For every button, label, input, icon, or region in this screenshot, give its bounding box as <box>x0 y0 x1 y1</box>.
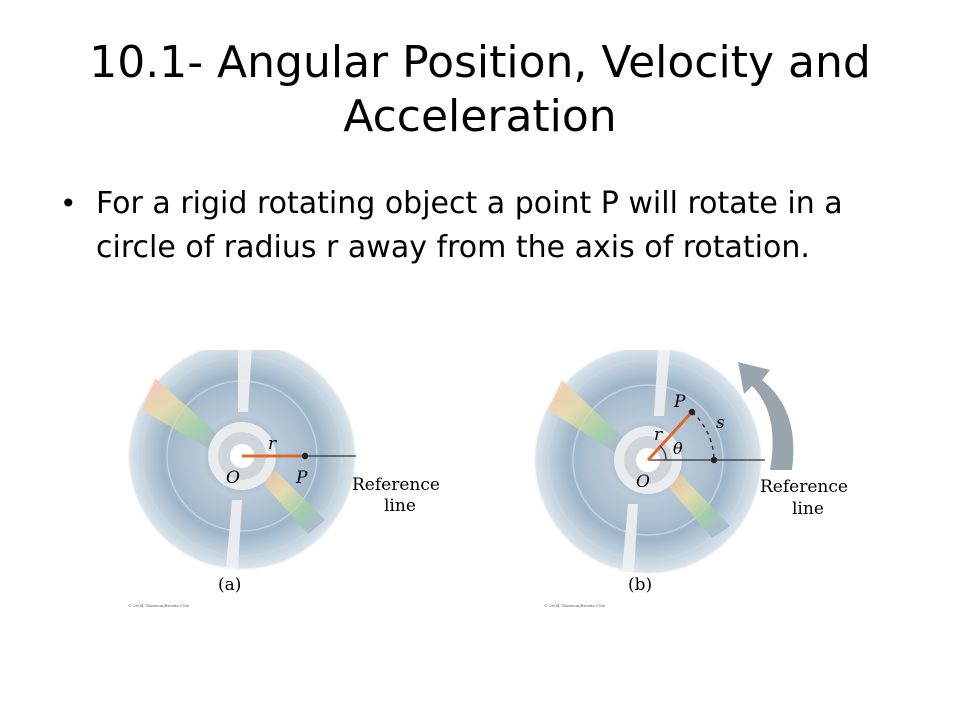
label-o: O <box>226 468 240 488</box>
light-streak <box>622 504 638 572</box>
arc-s <box>691 411 715 461</box>
label-theta: θ <box>673 439 683 458</box>
bullet-list: • For a rigid rotating object a point P … <box>60 182 910 270</box>
label-r: r <box>654 425 663 445</box>
label-p: P <box>295 468 308 488</box>
reference-label-1: Reference <box>352 475 440 495</box>
reference-label-2: line <box>792 499 824 519</box>
label-s: s <box>716 413 725 433</box>
bullet-text: For a rigid rotating object a point P wi… <box>96 186 843 265</box>
caption-a: (a) <box>218 575 241 595</box>
label-r: r <box>268 434 277 454</box>
rainbow-streak <box>142 378 230 454</box>
light-streak <box>226 500 242 568</box>
theta-arc <box>659 445 667 461</box>
rainbow-streak <box>260 470 325 534</box>
reference-label-1: Reference <box>760 477 848 497</box>
caption-b: (b) <box>628 575 652 595</box>
reference-label-2: line <box>384 496 416 516</box>
figure-a: r O P Reference line (a) © 2004 Thomson/… <box>126 350 440 608</box>
slide-title: 10.1- Angular Position, Velocity and Acc… <box>89 37 871 142</box>
copyright-a: © 2004 Thomson/Brooks Cole <box>128 603 190 608</box>
bullet-item: • For a rigid rotating object a point P … <box>60 182 910 270</box>
point-p <box>301 452 309 460</box>
label-p: P <box>673 392 686 412</box>
disc-a <box>126 350 358 572</box>
rainbow-streak <box>548 380 634 458</box>
rotation-arrow-icon <box>738 362 794 470</box>
disc-b <box>532 350 764 576</box>
radius-line <box>646 410 694 462</box>
figure-b: P r s θ O Reference line (b) © 2004 Thom… <box>532 350 848 608</box>
light-streak <box>654 350 670 416</box>
point-p <box>688 408 696 416</box>
light-streak <box>238 350 252 412</box>
bullet-dot-icon: • <box>60 187 77 220</box>
copyright-b: © 2004 Thomson/Brooks Cole <box>544 603 606 608</box>
rainbow-streak <box>666 474 730 538</box>
point-reference <box>710 456 718 464</box>
label-o: O <box>636 472 650 492</box>
